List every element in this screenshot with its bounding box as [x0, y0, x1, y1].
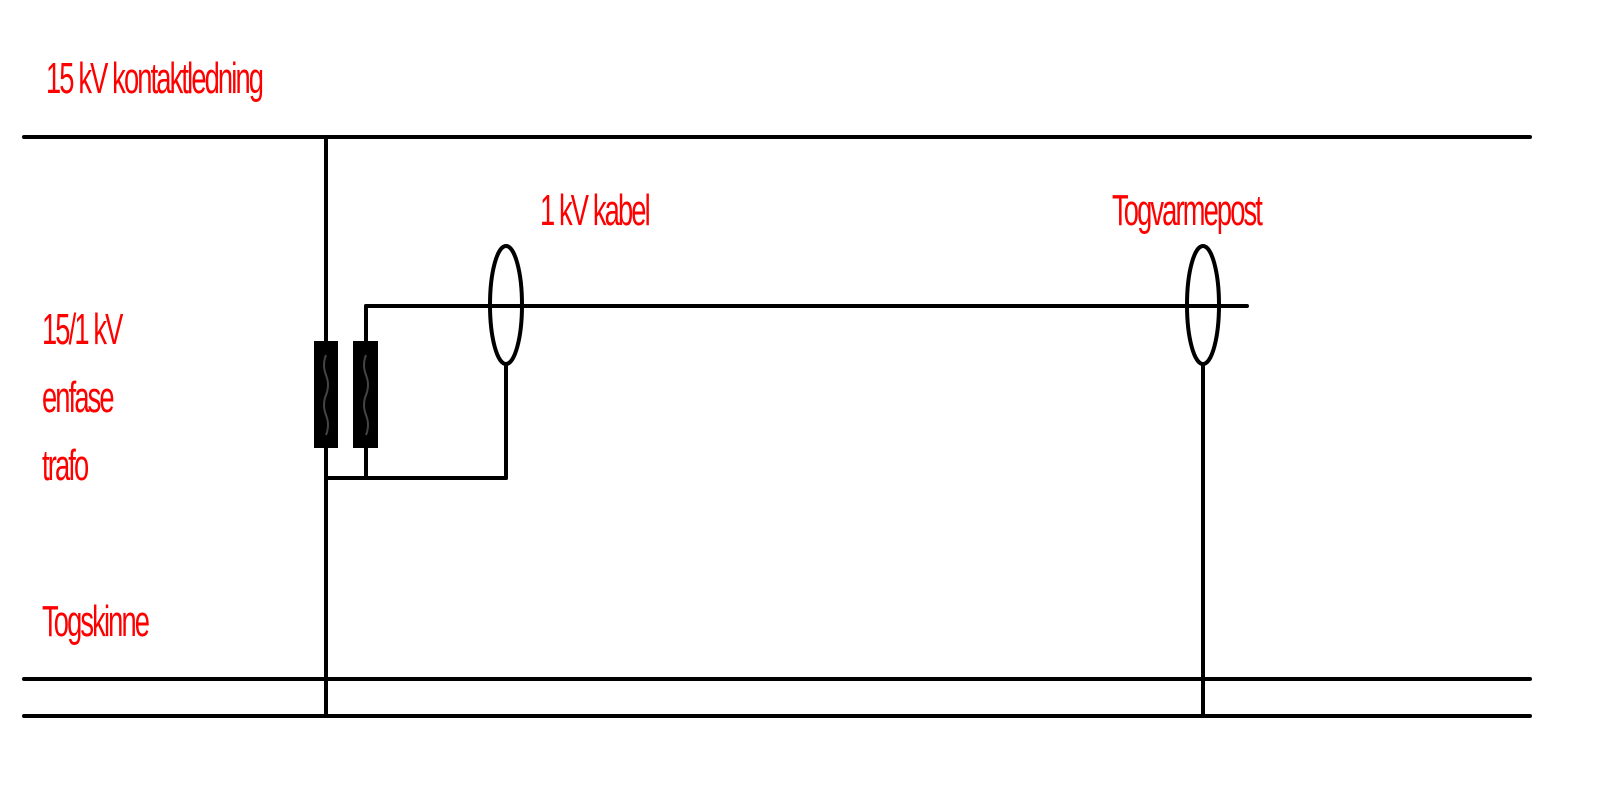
heating-post-label: Togvarmepost — [1112, 186, 1263, 235]
transformer-label-name: trafo — [42, 441, 89, 490]
cable-termination-right-icon — [1185, 244, 1221, 366]
cable-termination-left-icon — [488, 244, 524, 366]
cable-label: 1 kV kabel — [540, 186, 651, 235]
contact-line-label: 15 kV kontaktledning — [46, 54, 264, 103]
transformer-label-type: enfase — [42, 373, 115, 422]
transformer-label: 15/1 kV enfase trafo — [42, 296, 123, 500]
transformer-label-ratio: 15/1 kV — [42, 305, 123, 354]
transformer-icon — [314, 341, 378, 448]
rail-label: Togskinne — [42, 597, 150, 646]
